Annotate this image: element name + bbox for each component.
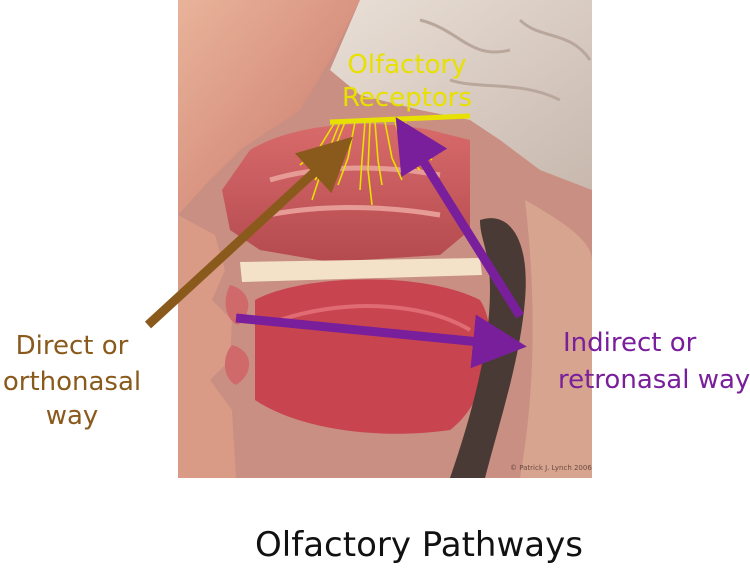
indirect-retronasal-label: Indirect or retronasal way (558, 328, 750, 395)
retronasal-horizontal-arrow (235, 313, 527, 369)
indirect-label-line-2: retronasal way (558, 365, 750, 395)
direct-orthonasal-arrow (144, 136, 353, 329)
credit-text: © Patrick J. Lynch 2006 (510, 464, 592, 472)
direct-label-line-1: Direct or (16, 331, 129, 361)
direct-orthonasal-label: Direct or orthonasal way (3, 331, 141, 431)
direct-label-line-3: way (46, 401, 99, 431)
face-profile (178, 0, 360, 215)
retronasal-up-arrow (395, 117, 524, 319)
brain (330, 0, 592, 190)
receptors-label-line-1: Olfactory (347, 50, 466, 80)
direct-label-line-2: orthonasal (3, 367, 141, 397)
olfactory-receptors-label: Olfactory Receptors (342, 50, 472, 113)
diagram-title: Olfactory Pathways (255, 525, 583, 565)
indirect-label-line-1: Indirect or (563, 328, 697, 358)
receptors-label-line-2: Receptors (342, 83, 472, 113)
tongue (255, 279, 490, 434)
